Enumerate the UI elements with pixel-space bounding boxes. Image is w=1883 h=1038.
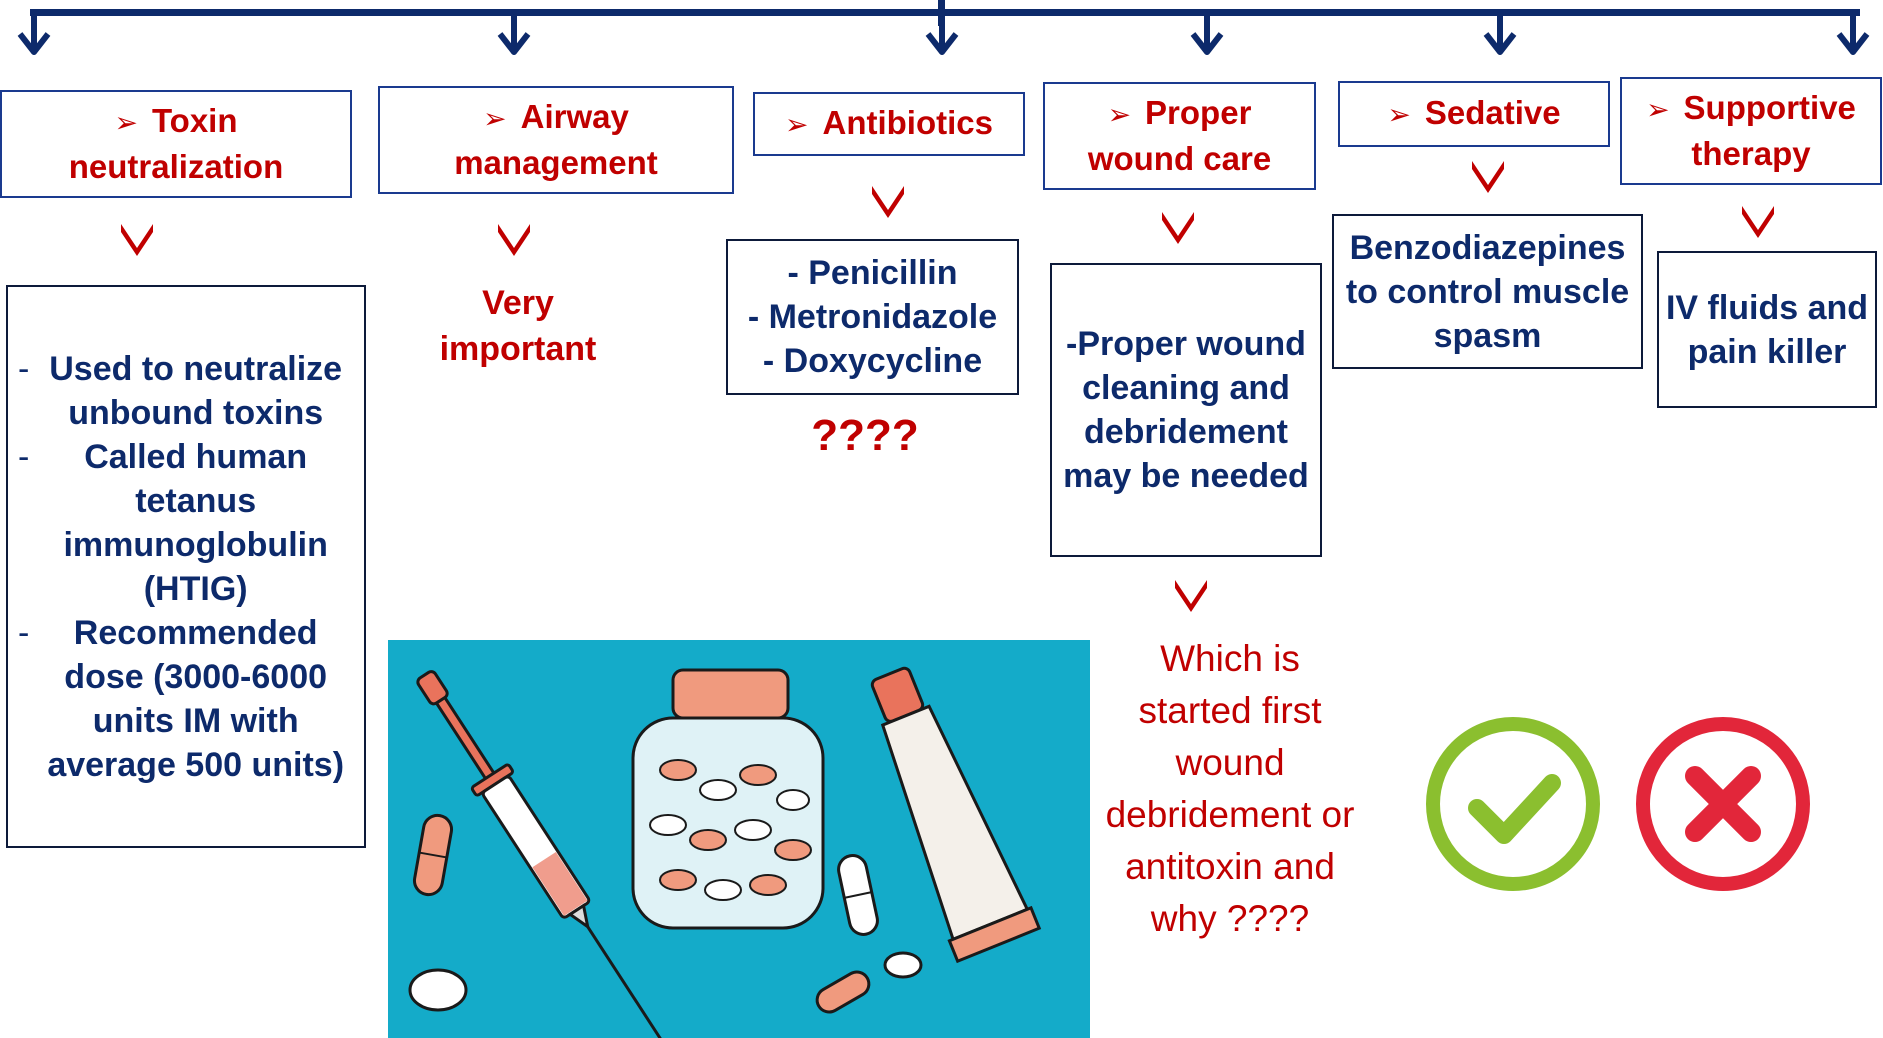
- wound-care-box: -Proper wound cleaning and debridement m…: [1050, 263, 1322, 557]
- arrow-down-icon: [1483, 16, 1517, 55]
- arrow-down-icon: [497, 16, 531, 55]
- cross-icon: [1636, 717, 1810, 891]
- chevron-down-icon: [1162, 212, 1194, 244]
- tablet-icon: [883, 951, 923, 979]
- supportive-box: IV fluids and pain killer: [1657, 251, 1877, 408]
- bullet-triangle-icon: ➢: [1387, 99, 1411, 130]
- heading-toxin-neutralization: ➢Toxin neutralization: [0, 90, 352, 198]
- heading-supportive-therapy: ➢Supportive therapy: [1620, 77, 1882, 185]
- tablet-icon: [408, 968, 468, 1012]
- heading-sedative: ➢Sedative: [1338, 81, 1610, 147]
- list-item: - Penicillin: [787, 254, 958, 292]
- top-connector-bar: [30, 9, 1860, 16]
- arrow-down-icon: [925, 16, 959, 55]
- chevron-down-icon: [121, 224, 153, 256]
- wound-question: Which is started first wound debridement…: [1105, 638, 1355, 939]
- check-icon: [1426, 717, 1600, 891]
- ointment-tube-icon: [870, 666, 1042, 964]
- antibiotics-question: ????: [811, 411, 919, 460]
- bullet-triangle-icon: ➢: [1646, 94, 1670, 125]
- bullet-triangle-icon: ➢: [1107, 99, 1132, 130]
- sedative-box: Benzodiazepines to control muscle spasm: [1332, 214, 1643, 369]
- top-connector-stem: [938, 0, 945, 26]
- bullet-triangle-icon: ➢: [785, 109, 809, 140]
- list-item: - Metronidazole: [747, 298, 998, 336]
- chevron-down-icon: [1175, 580, 1207, 612]
- capsule-icon: [412, 813, 454, 897]
- pill-jar-icon: [631, 668, 825, 930]
- bullet-triangle-icon: ➢: [483, 103, 507, 134]
- bullet-triangle-icon: ➢: [114, 107, 138, 138]
- list-item: - Doxycycline: [762, 342, 983, 380]
- airway-note: Very important: [439, 284, 597, 368]
- chevron-down-icon: [1742, 206, 1774, 238]
- syringe-icon: [416, 670, 666, 1038]
- capsule-icon: [815, 970, 871, 1014]
- antibiotics-list-box: - Penicillin - Metronidazole - Doxycycli…: [726, 239, 1019, 395]
- arrow-down-icon: [17, 16, 51, 55]
- chevron-down-icon: [1472, 161, 1504, 193]
- heading-proper-wound-care: ➢Proper wound care: [1043, 82, 1316, 190]
- medication-illustration: [388, 640, 1090, 1038]
- chevron-down-icon: [498, 224, 530, 256]
- list-item: -Used to neutralize unbound toxins: [18, 349, 343, 432]
- toxin-details-box: -Used to neutralize unbound toxins -Call…: [6, 285, 366, 848]
- list-item: -Called human tetanus immunoglobulin (HT…: [18, 437, 328, 608]
- list-item: -Recommended dose (3000-6000 units IM wi…: [18, 613, 345, 784]
- heading-antibiotics: ➢Antibiotics: [753, 92, 1025, 156]
- arrow-down-icon: [1836, 16, 1870, 55]
- arrow-down-icon: [1190, 16, 1224, 55]
- capsule-icon: [837, 854, 879, 936]
- heading-airway-management: ➢Airway management: [378, 86, 734, 194]
- chevron-down-icon: [872, 186, 904, 218]
